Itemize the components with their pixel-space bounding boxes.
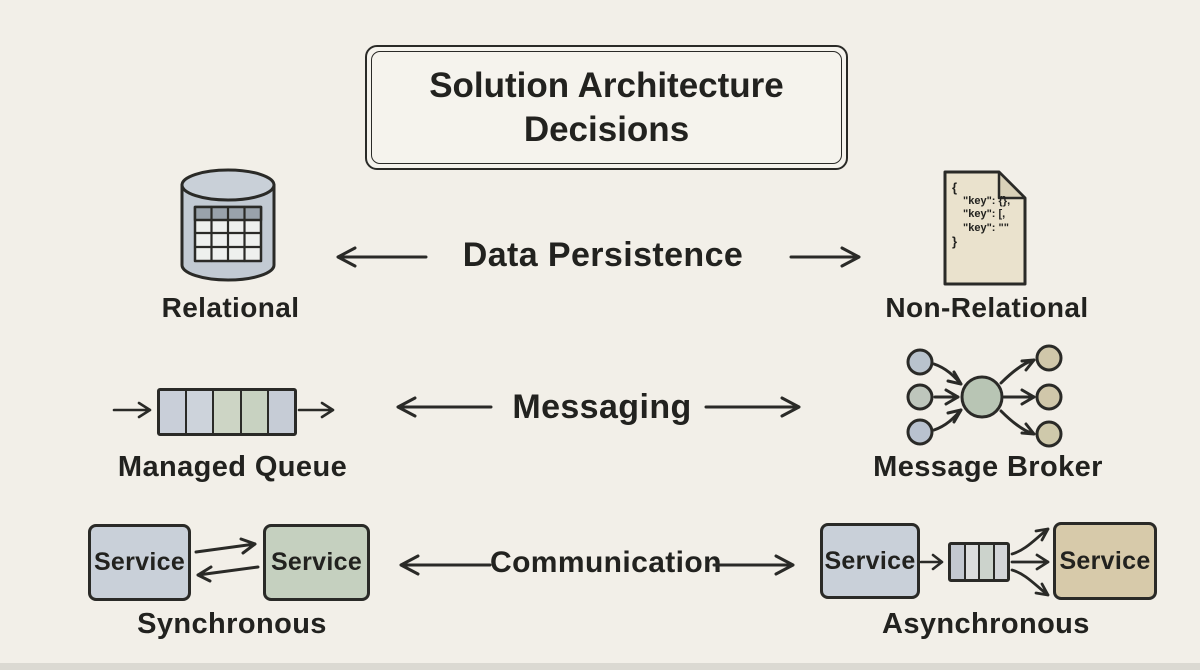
label-data-persistence: Data Persistence bbox=[462, 236, 744, 274]
database-icon bbox=[180, 168, 276, 282]
json-doc-text: { "key": {}, "key": [, "key": "" } bbox=[952, 180, 1011, 249]
arrow-right-messaging-icon bbox=[704, 396, 801, 418]
label-relational: Relational bbox=[161, 292, 300, 323]
arrow-left-persistence-icon bbox=[336, 246, 428, 268]
label-synchronous: Synchronous bbox=[137, 608, 327, 640]
queue-segment bbox=[994, 545, 1007, 579]
queue-icon bbox=[157, 388, 297, 436]
queue-segment bbox=[268, 391, 294, 433]
arrow-right-communication-icon bbox=[712, 554, 795, 576]
label-non-relational: Non-Relational bbox=[885, 292, 1089, 323]
bottom-edge-strip bbox=[0, 663, 1200, 670]
arrow-right-persistence-icon bbox=[789, 246, 861, 268]
service-label: Service bbox=[1059, 546, 1151, 575]
service-label: Service bbox=[270, 548, 363, 576]
service-box: Service bbox=[1053, 522, 1157, 600]
async-in-arrow-icon bbox=[919, 553, 944, 571]
queue-segment bbox=[214, 391, 242, 433]
queue-segment bbox=[965, 545, 980, 579]
mini-queue-icon bbox=[948, 542, 1010, 582]
queue-segment bbox=[951, 545, 966, 579]
queue-segment bbox=[241, 391, 269, 433]
queue-out-arrow-icon bbox=[297, 401, 335, 419]
label-message-broker: Message Broker bbox=[873, 451, 1103, 483]
label-asynchronous: Asynchronous bbox=[882, 608, 1090, 640]
queue-in-arrow-icon bbox=[112, 401, 152, 419]
json-document-icon: { "key": {}, "key": [, "key": "" } bbox=[936, 167, 1032, 291]
service-box: Service bbox=[88, 524, 191, 601]
arrow-left-messaging-icon bbox=[396, 396, 493, 418]
fan-out-arrows-icon bbox=[1010, 527, 1050, 597]
title-box: Solution Architecture Decisions bbox=[365, 45, 848, 170]
queue-segment bbox=[187, 391, 215, 433]
queue-segment bbox=[980, 545, 995, 579]
service-label: Service bbox=[824, 546, 916, 575]
service-label: Service bbox=[93, 548, 186, 576]
label-communication: Communication bbox=[490, 546, 722, 579]
arrow-left-communication-icon bbox=[399, 554, 492, 576]
label-managed-queue: Managed Queue bbox=[117, 451, 348, 483]
label-messaging: Messaging bbox=[512, 388, 692, 426]
message-broker-icon bbox=[906, 344, 1063, 448]
sync-arrows-icon bbox=[194, 537, 260, 583]
page-title: Solution Architecture Decisions bbox=[371, 51, 842, 164]
service-box: Service bbox=[820, 523, 920, 599]
queue-segment bbox=[160, 391, 188, 433]
service-box: Service bbox=[263, 524, 370, 601]
